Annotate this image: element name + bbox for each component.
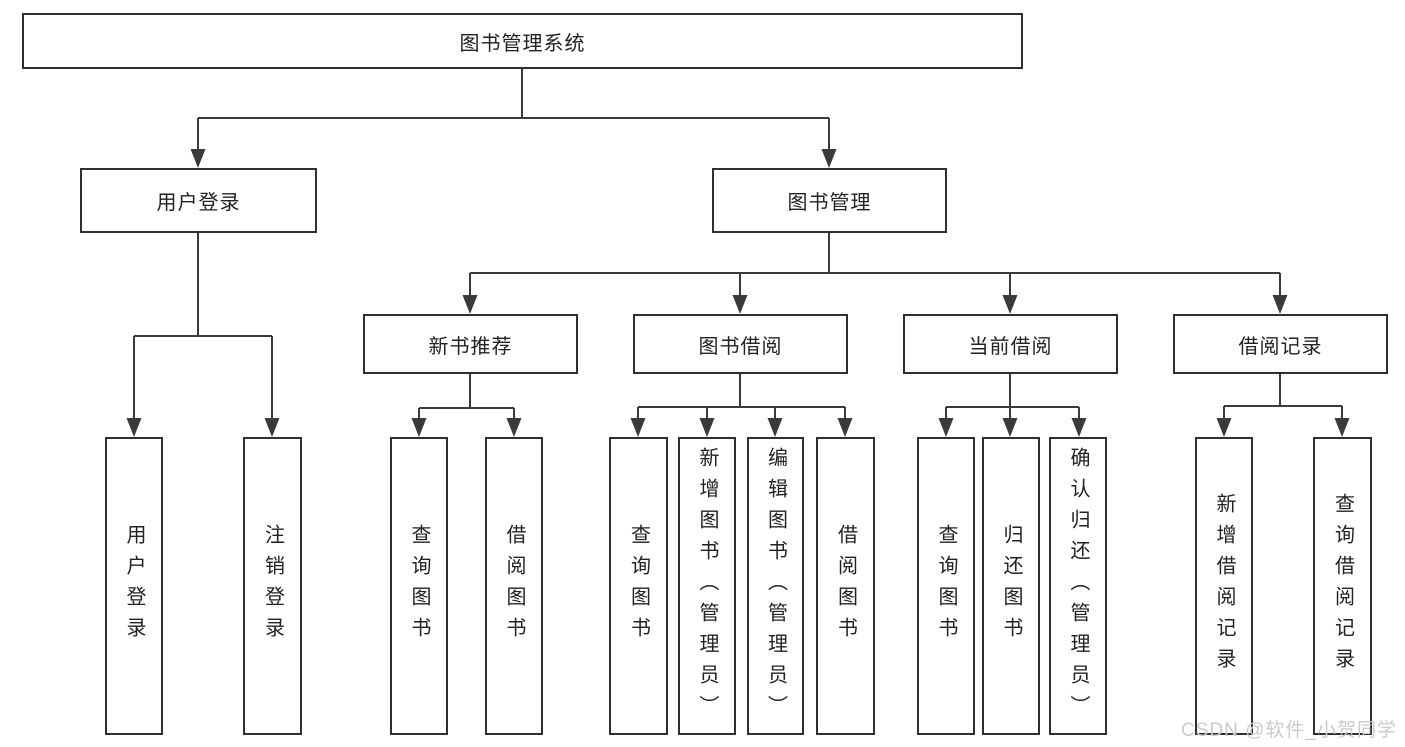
node-label: 图书管理系统 xyxy=(459,32,586,55)
node-label: 借阅记录 xyxy=(1238,335,1323,358)
node-book-borrowing: 图书借阅 xyxy=(633,314,848,374)
leaf-add-books-admin: 新增图书（管理员） xyxy=(678,437,736,735)
node-label: 新书推荐 xyxy=(428,335,513,358)
leaf-label: 查询借阅记录 xyxy=(1331,493,1354,679)
node-label: 用户登录 xyxy=(156,192,241,214)
node-current-borrowing: 当前借阅 xyxy=(903,314,1118,374)
leaf-label: 归还图书 xyxy=(1000,524,1022,648)
arrowheads xyxy=(126,149,1350,437)
leaf-label: 查询图书 xyxy=(935,524,957,648)
leaf-label: 借阅图书 xyxy=(503,524,525,648)
leaf-label: 新增图书（管理员） xyxy=(696,446,718,726)
node-label: 当前借阅 xyxy=(968,335,1053,358)
leaf-borrow-books-borrowing: 借阅图书 xyxy=(816,437,875,735)
leaf-query-books-current: 查询图书 xyxy=(917,437,975,735)
leaf-confirm-return-admin: 确认归还（管理员） xyxy=(1049,437,1107,735)
leaf-query-books-borrowing: 查询图书 xyxy=(609,437,668,735)
node-new-book-recommendation: 新书推荐 xyxy=(363,314,578,374)
leaf-label: 注销登录 xyxy=(261,524,284,648)
leaf-label: 确认归还（管理员） xyxy=(1067,446,1089,726)
node-label: 图书管理 xyxy=(787,192,872,214)
leaf-label: 借阅图书 xyxy=(834,524,857,648)
leaf-return-books: 归还图书 xyxy=(982,437,1040,735)
node-borrowing-records: 借阅记录 xyxy=(1173,314,1388,374)
leaf-query-books-recommend: 查询图书 xyxy=(390,437,448,735)
leaf-borrow-books-recommend: 借阅图书 xyxy=(485,437,543,735)
leaf-add-borrow-record: 新增借阅记录 xyxy=(1195,437,1253,735)
leaf-label: 用户登录 xyxy=(123,524,145,648)
csdn-watermark: CSDN @软件_小贺同学 xyxy=(1181,720,1397,741)
node-user-login: 用户登录 xyxy=(80,168,317,233)
node-library-system: 图书管理系统 xyxy=(22,13,1023,69)
node-label: 图书借阅 xyxy=(698,335,783,358)
leaf-label: 新增借阅记录 xyxy=(1213,493,1235,679)
node-book-management: 图书管理 xyxy=(712,168,947,233)
leaf-label: 查询图书 xyxy=(408,524,430,648)
leaf-label: 查询图书 xyxy=(627,524,650,648)
leaf-label: 编辑图书（管理员） xyxy=(764,446,787,726)
leaf-query-borrow-record: 查询借阅记录 xyxy=(1313,437,1372,735)
leaf-user-login: 用户登录 xyxy=(105,437,163,735)
leaf-logout: 注销登录 xyxy=(243,437,302,735)
leaf-edit-books-admin: 编辑图书（管理员） xyxy=(747,437,804,735)
